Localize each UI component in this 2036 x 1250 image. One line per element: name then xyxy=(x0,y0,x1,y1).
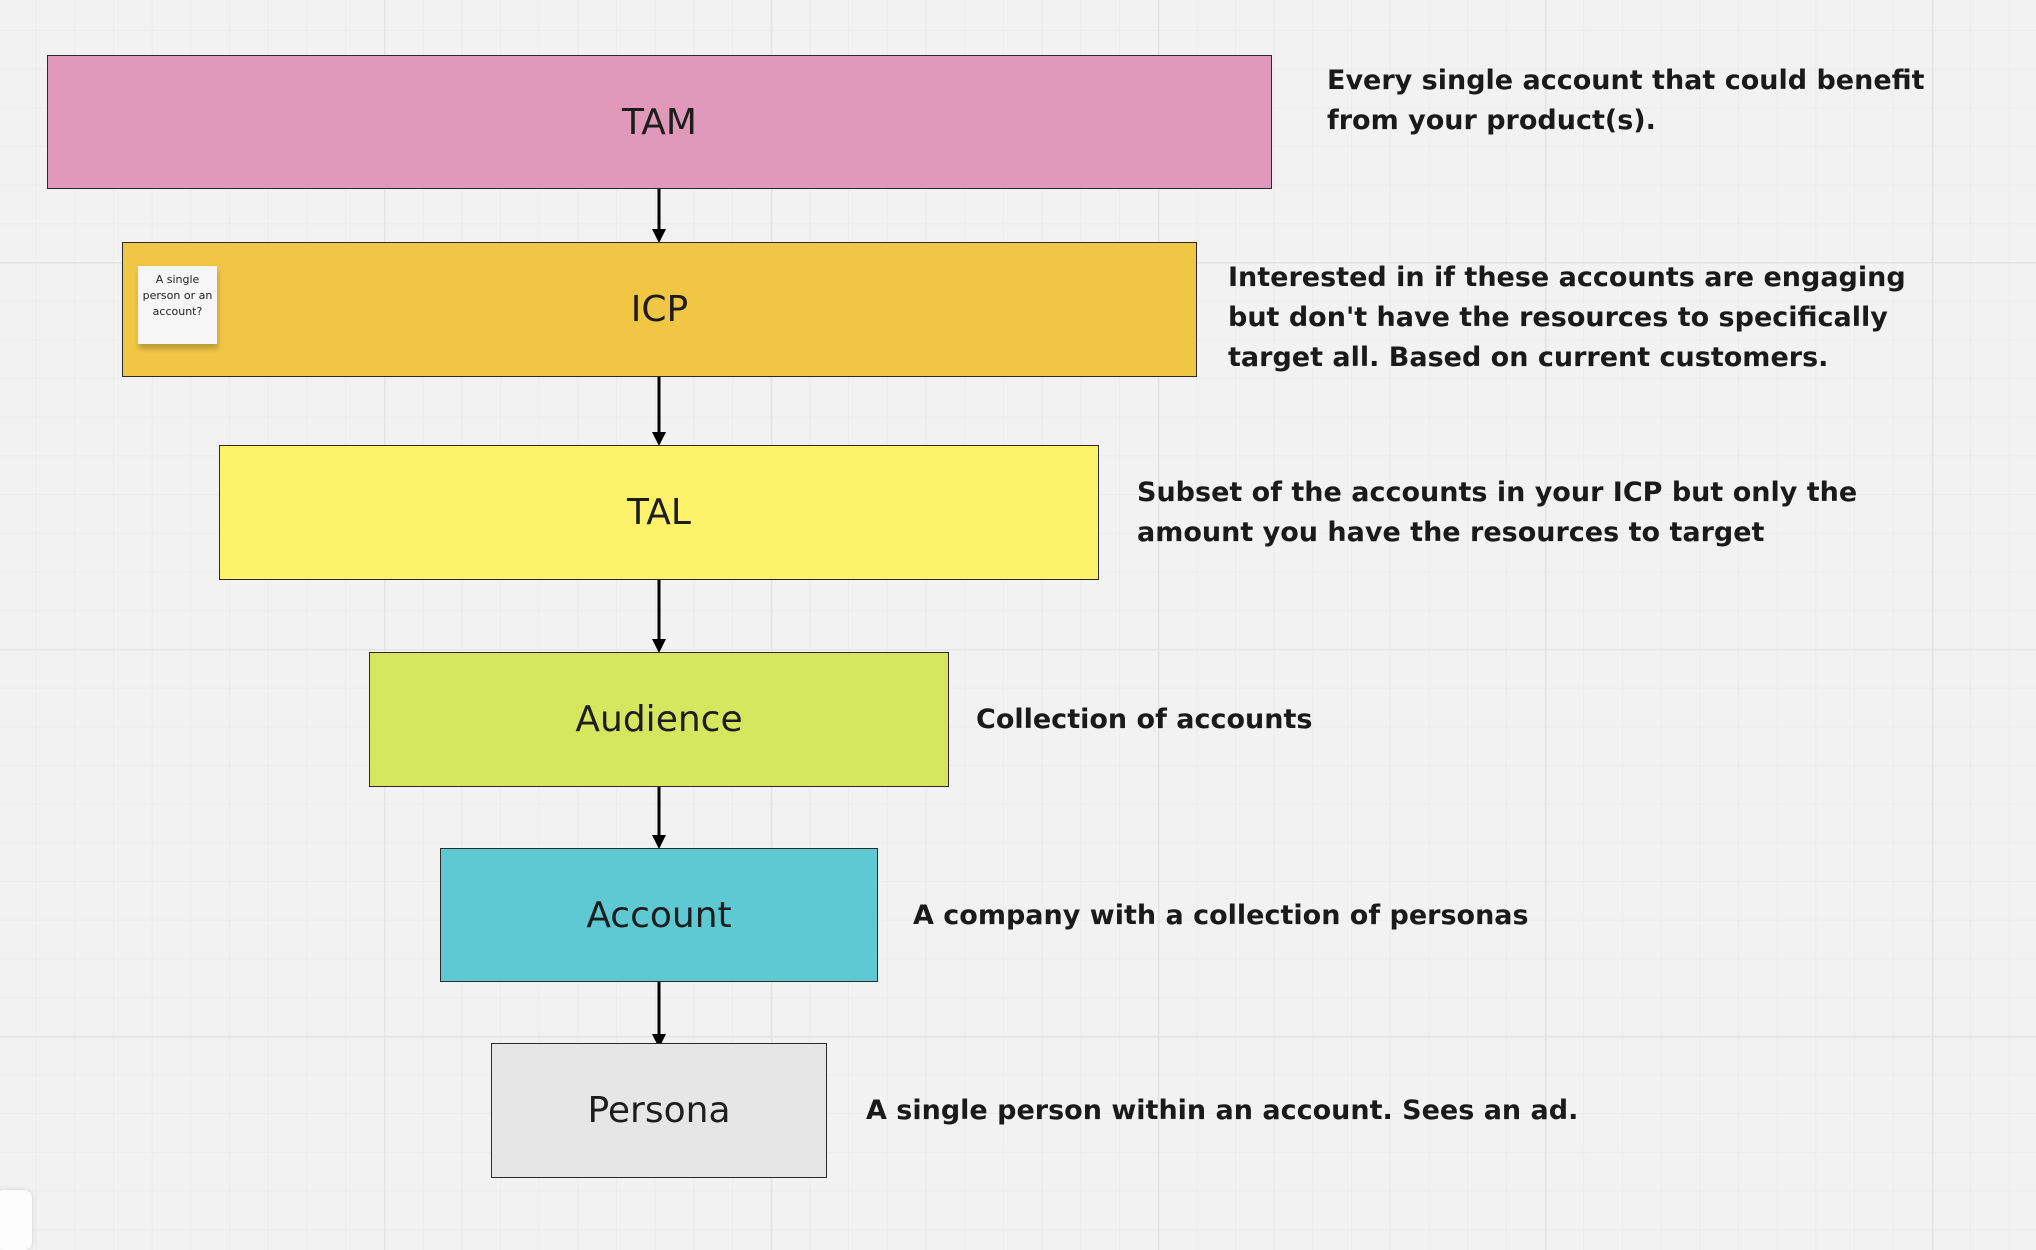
arrowhead-tal xyxy=(652,432,666,446)
persona-description: A single person within an account. Sees … xyxy=(866,1095,1579,1126)
account-label: Account xyxy=(586,894,732,936)
arrowhead-persona xyxy=(652,1034,666,1048)
tal-label: TAL xyxy=(627,492,691,533)
account-box[interactable]: Account xyxy=(440,848,878,982)
corner-panel[interactable] xyxy=(0,1190,32,1250)
tam-label: TAM xyxy=(622,101,697,143)
icp-description: Interested in if these accounts are enga… xyxy=(1228,262,1906,373)
tal-box[interactable]: TAL xyxy=(219,445,1099,580)
audience-label: Audience xyxy=(575,699,743,740)
tal-description: Subset of the accounts in your ICP but o… xyxy=(1137,477,1858,548)
tam-description: Every single account that could benefit … xyxy=(1327,65,1925,136)
icp-box[interactable]: ICP xyxy=(122,242,1197,377)
audience-box[interactable]: Audience xyxy=(369,652,949,787)
persona-box[interactable]: Persona xyxy=(491,1043,827,1178)
sticky-note[interactable]: A single person or an account? xyxy=(138,266,217,344)
audience-description: Collection of accounts xyxy=(976,704,1313,735)
account-description: A company with a collection of personas xyxy=(913,900,1529,931)
icp-label: ICP xyxy=(630,289,689,330)
arrowhead-icp xyxy=(652,229,666,243)
arrowhead-account xyxy=(652,835,666,849)
arrowhead-audience xyxy=(652,639,666,653)
tam-box[interactable]: TAM xyxy=(47,55,1272,189)
persona-label: Persona xyxy=(587,1090,731,1131)
